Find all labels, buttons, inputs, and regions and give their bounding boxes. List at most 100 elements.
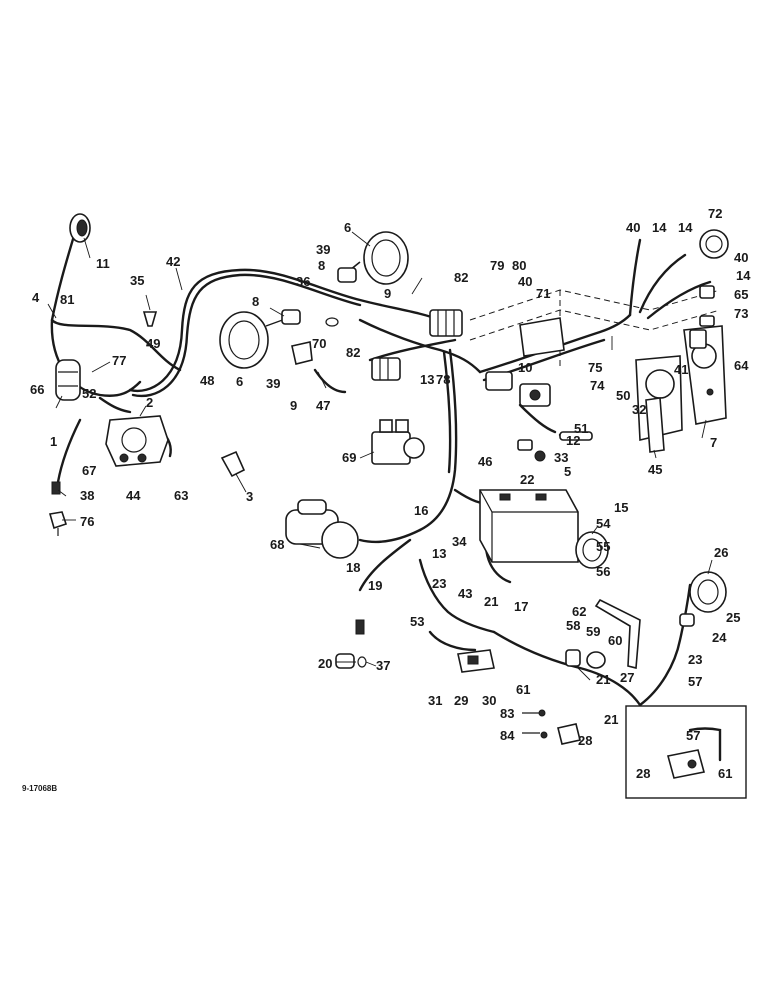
callout: 41 bbox=[674, 362, 688, 377]
callout: 79 bbox=[490, 258, 504, 273]
inset-wire-57 bbox=[688, 727, 722, 762]
components bbox=[48, 213, 729, 745]
callout: 31 bbox=[428, 693, 442, 708]
callout: 14 bbox=[652, 220, 667, 235]
leader-lines bbox=[47, 231, 713, 681]
plug-28-icon bbox=[557, 723, 581, 745]
callout: 7 bbox=[710, 435, 717, 450]
callout: 61 bbox=[516, 682, 530, 697]
terminal-38-icon bbox=[51, 481, 61, 495]
connector-3-icon bbox=[220, 450, 246, 478]
callout: 84 bbox=[500, 728, 515, 743]
ring-37-icon bbox=[357, 656, 367, 668]
callout: 81 bbox=[60, 292, 74, 307]
callout: 16 bbox=[414, 503, 428, 518]
callout: 80 bbox=[512, 258, 526, 273]
terminal-19-icon bbox=[355, 619, 365, 635]
rod-12-icon bbox=[559, 431, 593, 441]
callout: 28 bbox=[578, 733, 592, 748]
callout: 23 bbox=[432, 576, 446, 591]
callout: 62 bbox=[572, 604, 586, 619]
callout: 76 bbox=[80, 514, 94, 529]
callout: 20 bbox=[318, 656, 332, 671]
wire-right-up-c bbox=[646, 280, 712, 320]
callout: 82 bbox=[454, 270, 468, 285]
lamp-26-icon bbox=[689, 571, 727, 613]
callout: 70 bbox=[312, 336, 326, 351]
dash-panel-outline bbox=[469, 289, 721, 370]
callout: 10 bbox=[518, 360, 532, 375]
callout: 28 bbox=[636, 766, 650, 781]
bracket-45-icon bbox=[645, 397, 665, 453]
callout: 33 bbox=[554, 450, 568, 465]
callout: 43 bbox=[458, 586, 472, 601]
bracket-39-lower-icon bbox=[291, 341, 313, 365]
callout: 54 bbox=[596, 516, 611, 531]
callout: 47 bbox=[316, 398, 330, 413]
switch-35-icon bbox=[142, 311, 158, 327]
switch-cluster-74-icon bbox=[485, 371, 551, 407]
starter-68-icon bbox=[285, 499, 359, 559]
wire-to-38 bbox=[56, 418, 82, 484]
wire-to-starter bbox=[358, 528, 422, 544]
callout: 25 bbox=[726, 610, 740, 625]
callout: 21 bbox=[484, 594, 498, 609]
wire-21-to-rear bbox=[492, 630, 642, 707]
callout: 44 bbox=[126, 488, 141, 503]
callout: 72 bbox=[708, 206, 722, 221]
callout: 39 bbox=[266, 376, 280, 391]
callout: 8 bbox=[318, 258, 325, 273]
callout: 32 bbox=[632, 402, 646, 417]
callout: 3 bbox=[246, 489, 253, 504]
callout: 8 bbox=[252, 294, 259, 309]
callout: 57 bbox=[688, 674, 702, 689]
callout: 46 bbox=[478, 454, 492, 469]
callout: 11 bbox=[96, 256, 110, 271]
callout: 21 bbox=[604, 712, 618, 727]
callout: 45 bbox=[648, 462, 662, 477]
wire-57-rear bbox=[638, 583, 692, 707]
callout: 9 bbox=[384, 286, 391, 301]
wire-center-bundle bbox=[358, 318, 482, 374]
callout: 15 bbox=[614, 500, 628, 515]
callout: 42 bbox=[166, 254, 180, 269]
callout: 29 bbox=[454, 693, 468, 708]
plate-71-icon bbox=[519, 317, 565, 357]
callout: 18 bbox=[346, 560, 360, 575]
callout: 39 bbox=[316, 242, 330, 257]
callout: 82 bbox=[346, 345, 360, 360]
wire-to-51 bbox=[518, 403, 557, 434]
callout: 22 bbox=[520, 472, 534, 487]
callout: 9 bbox=[290, 398, 297, 413]
wire-42-trunk bbox=[128, 268, 442, 393]
wire-to-53 bbox=[428, 630, 477, 652]
terminal-84-icon bbox=[522, 731, 548, 739]
callout: 50 bbox=[616, 388, 630, 403]
callout: 12 bbox=[566, 433, 580, 448]
callout: 5 bbox=[564, 464, 571, 479]
lamp-54-icon bbox=[575, 531, 609, 569]
callout: 40 bbox=[734, 250, 748, 265]
callout: 64 bbox=[734, 358, 749, 373]
wire-right-trunk bbox=[478, 313, 632, 374]
connector-58-icon bbox=[565, 649, 581, 667]
callout-labels: 11 4 81 35 42 77 49 52 66 48 2 1 67 44 6… bbox=[22, 206, 751, 793]
callout: 13 bbox=[432, 546, 446, 561]
callout: 30 bbox=[482, 693, 496, 708]
callout: 35 bbox=[130, 273, 144, 288]
callout: 24 bbox=[712, 630, 727, 645]
coil-66-icon bbox=[55, 359, 81, 401]
part-24-icon bbox=[679, 613, 695, 627]
callout: 40 bbox=[518, 274, 532, 289]
callout: 71 bbox=[536, 286, 550, 301]
callout: 19 bbox=[368, 578, 382, 593]
dash-line-1 bbox=[469, 289, 721, 321]
plate-7-icon bbox=[683, 325, 727, 425]
callout: 57 bbox=[686, 728, 700, 743]
callout: 73 bbox=[734, 306, 748, 321]
callout: 6 bbox=[344, 220, 351, 235]
callout: 14 bbox=[736, 268, 751, 283]
callout: 51 bbox=[574, 421, 588, 436]
socket-59-icon bbox=[586, 651, 606, 669]
